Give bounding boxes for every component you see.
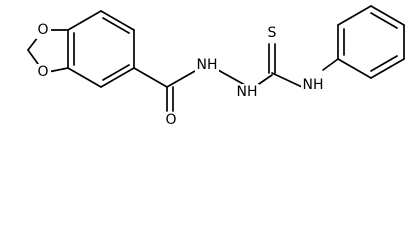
hydrazide-nh-label-background [195,57,219,74]
bond-ring-c-inner [102,64,130,81]
bond-ring-c [100,67,135,88]
bond-layer [27,5,405,112]
oxygen-label-top: O [37,22,48,38]
bond-phenyl-c-inner [370,12,398,29]
oxygen-label-bottom: O [37,64,48,80]
bond-dioxole-ch2-top [27,36,39,51]
oxygen-label-background-top [36,22,51,39]
phenylamino-nh-label: NH [303,77,324,93]
chemical-structure-diagram: O O O NH NH S NH [27,5,405,129]
bond-ring-d [67,67,102,88]
bond-nh-nh [217,69,246,86]
bond-dioxole-bottom [47,67,69,73]
bond-thiocarbonyl-nh [271,72,303,88]
carbonyl-oxygen-label-background [164,112,179,129]
sulfur-label: S [268,25,277,41]
bond-ring-f [67,10,102,31]
bond-phenyl-c [370,5,405,26]
phenylamino-nh-label-background [301,77,325,94]
thiourea-nh-label-background [235,84,259,101]
bond-phenyl-b [337,5,372,26]
sulfur-label-background [264,25,279,42]
bond-ring-a-inner [102,17,130,34]
hydrazide-nh-label: NH [197,57,218,73]
bond-phenyl-f [337,58,372,79]
bond-carbonyl-nh [166,70,196,88]
atom-label-layer: O O O NH NH S NH [36,22,325,129]
oxygen-label-background-bottom [36,64,51,81]
bond-dioxole-ch2-bottom [27,49,39,65]
bond-aryl-carbonyl [133,67,168,88]
bond-nh-phenyl [322,58,339,71]
thiourea-nh-label: NH [237,84,258,100]
bond-phenyl-e-inner [370,55,398,72]
bond-ring-a [100,10,135,31]
bond-phenyl-e [370,58,405,79]
carbonyl-oxygen-label: O [165,112,176,128]
